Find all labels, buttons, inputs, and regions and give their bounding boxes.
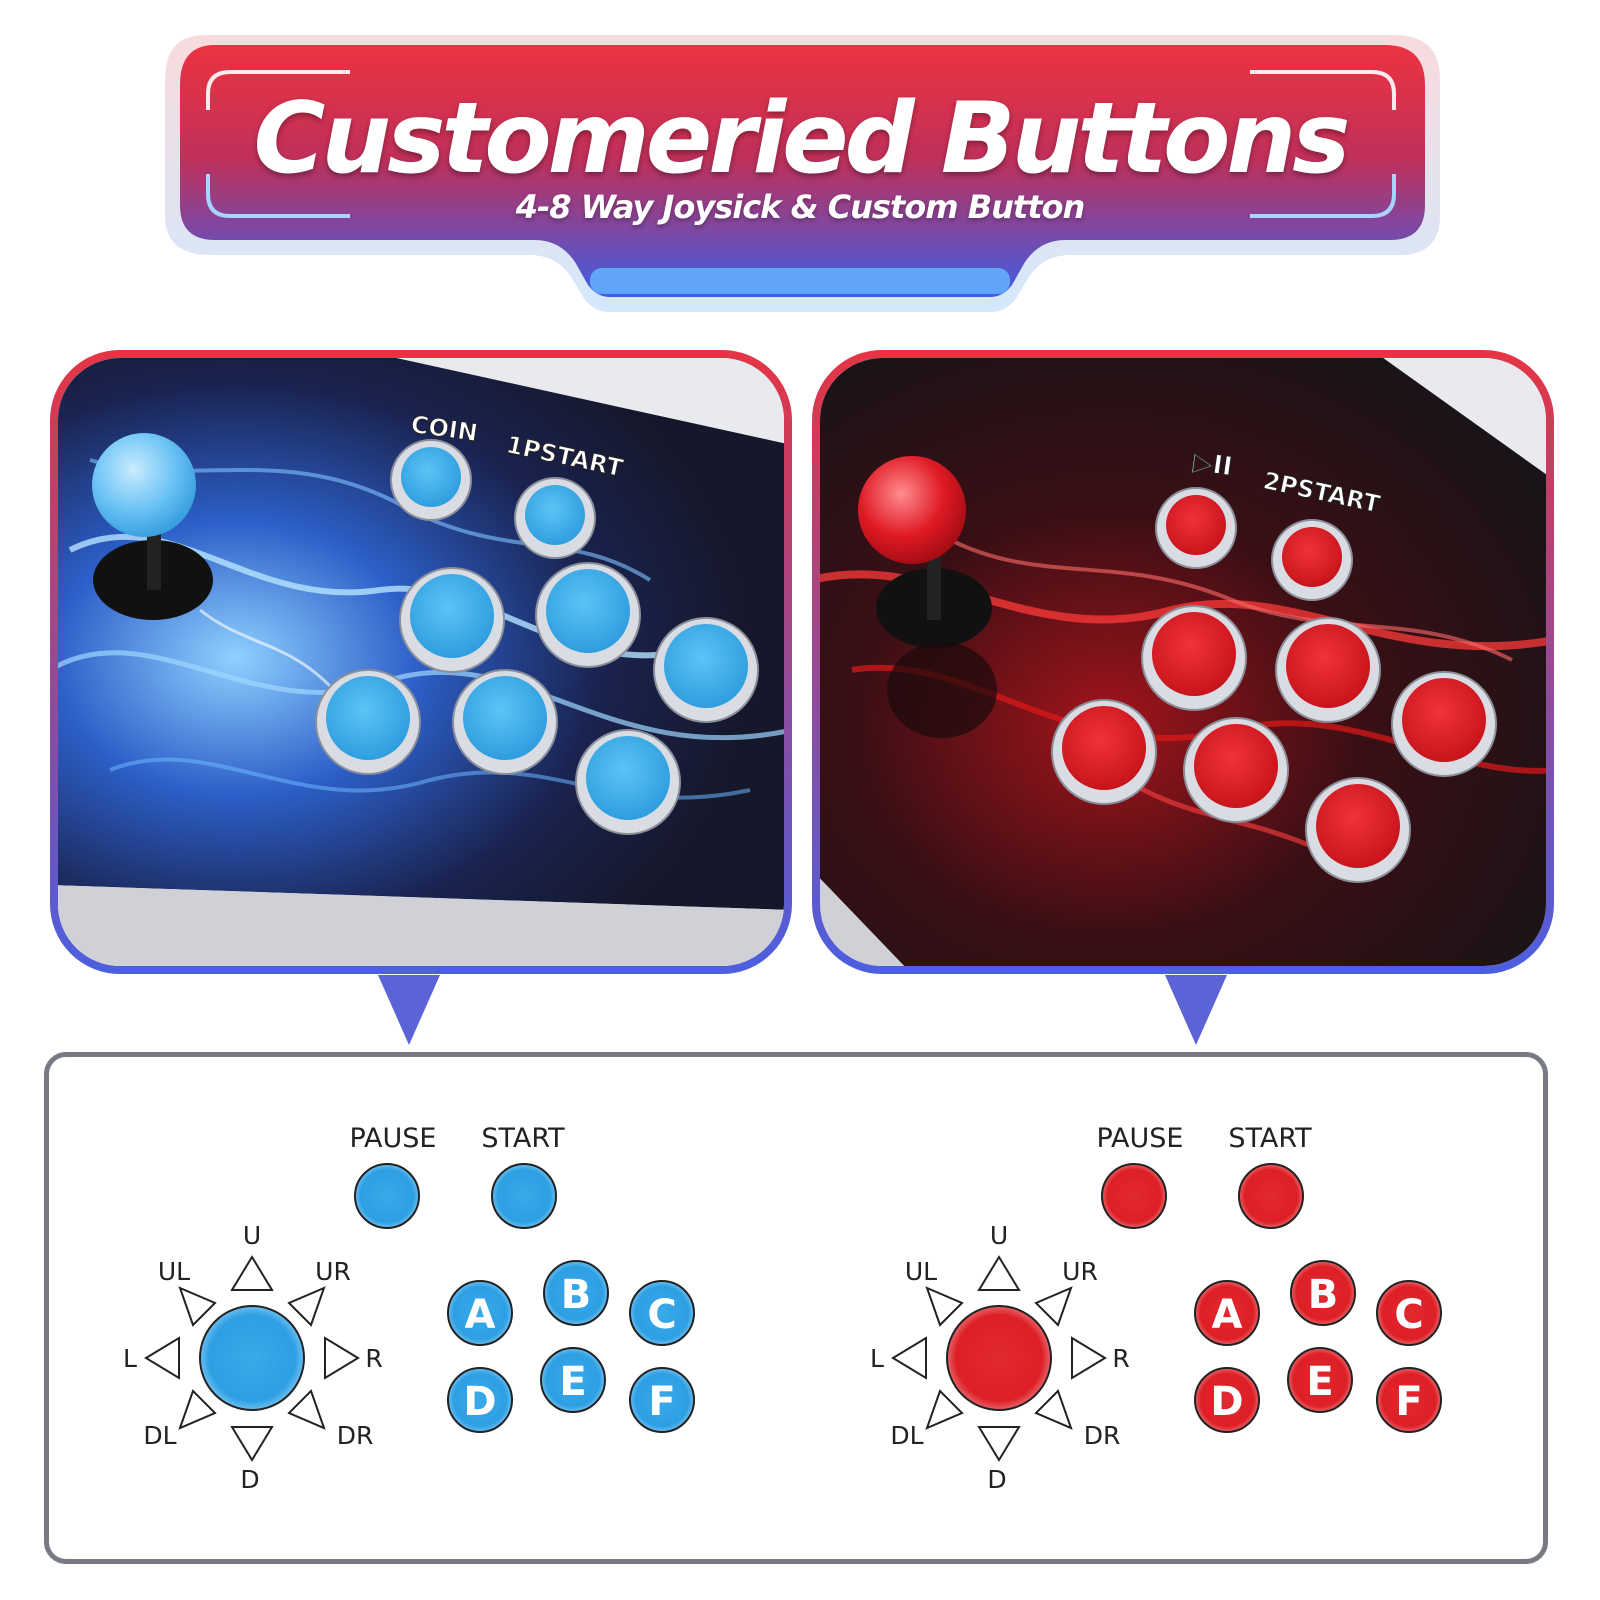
dir-dl-label: DL [890,1421,923,1450]
banner-plate [180,45,1425,297]
dir-dr-label: DR [337,1421,374,1450]
button-f-label: F [648,1379,675,1425]
label-start: START [1228,1123,1312,1154]
pause-button [1101,1163,1167,1229]
direction-arrows [891,1255,1107,1462]
dir-l-label: L [123,1344,137,1373]
photo-panel-left: COIN 1PSTART [50,350,792,974]
arcade-buttons-red [1051,487,1497,883]
bracket-bl [206,174,350,218]
dir-r-label: R [1112,1344,1129,1373]
dir-d-label: D [987,1465,1006,1494]
button-e-label: E [1306,1359,1333,1405]
dir-ur-label: UR [315,1257,351,1286]
dir-d-label: D [240,1465,259,1494]
button-f-label: F [1395,1379,1422,1425]
photo-panel-right: ▷II 2PSTART [812,350,1554,974]
dir-r-label: R [365,1344,382,1373]
button-e-label: E [559,1359,586,1405]
joystick-ball [858,456,966,564]
diagram-right: PAUSE START U UL UR L R DL DR D [870,1123,1442,1494]
dir-u-label: U [243,1221,261,1250]
label-pause: PAUSE [1097,1123,1184,1154]
button-b-label: B [561,1272,592,1318]
label-play-pause: ▷II [1191,447,1234,482]
diagram-left: PAUSE START U UL UR L R DL DR D [123,1123,695,1494]
bracket-tr [1250,70,1396,110]
dir-ul-label: UL [905,1257,937,1286]
banner-subtitle: 4-8 Way Joysick & Custom Button [515,188,1086,226]
dir-ul-label: UL [158,1257,190,1286]
dir-l-label: L [870,1344,884,1373]
button-d-label: D [1210,1379,1243,1425]
dir-dl-label: DL [143,1421,176,1450]
start-button [1238,1163,1304,1229]
banner-glow-bar [590,268,1010,294]
button-a-label: A [465,1292,496,1338]
pointer-arrows [378,975,1227,1045]
label-pause: PAUSE [350,1123,437,1154]
button-d-label: D [463,1379,496,1425]
action-buttons-right: A B C D E F [1194,1260,1442,1433]
joystick-circle [199,1305,305,1411]
label-start: START [481,1123,565,1154]
arcade-buttons-blue [315,439,759,835]
pointer-right [1165,975,1227,1045]
pause-button [354,1163,420,1229]
start-button [491,1163,557,1229]
joystick-circle [946,1305,1052,1411]
banner [165,35,1440,312]
action-buttons-left: A B C D E F [447,1260,695,1433]
dir-ur-label: UR [1062,1257,1098,1286]
button-c-label: C [647,1292,676,1338]
dir-dr-label: DR [1084,1421,1121,1450]
direction-arrows [144,1255,360,1462]
pointer-left [378,975,440,1045]
joystick-ball [92,433,196,537]
button-b-label: B [1308,1272,1339,1318]
banner-title: Customeried Buttons [253,82,1350,196]
bracket-br [1250,174,1396,218]
bracket-tl [206,70,350,110]
dir-u-label: U [990,1221,1008,1250]
button-a-label: A [1212,1292,1243,1338]
button-c-label: C [1394,1292,1423,1338]
